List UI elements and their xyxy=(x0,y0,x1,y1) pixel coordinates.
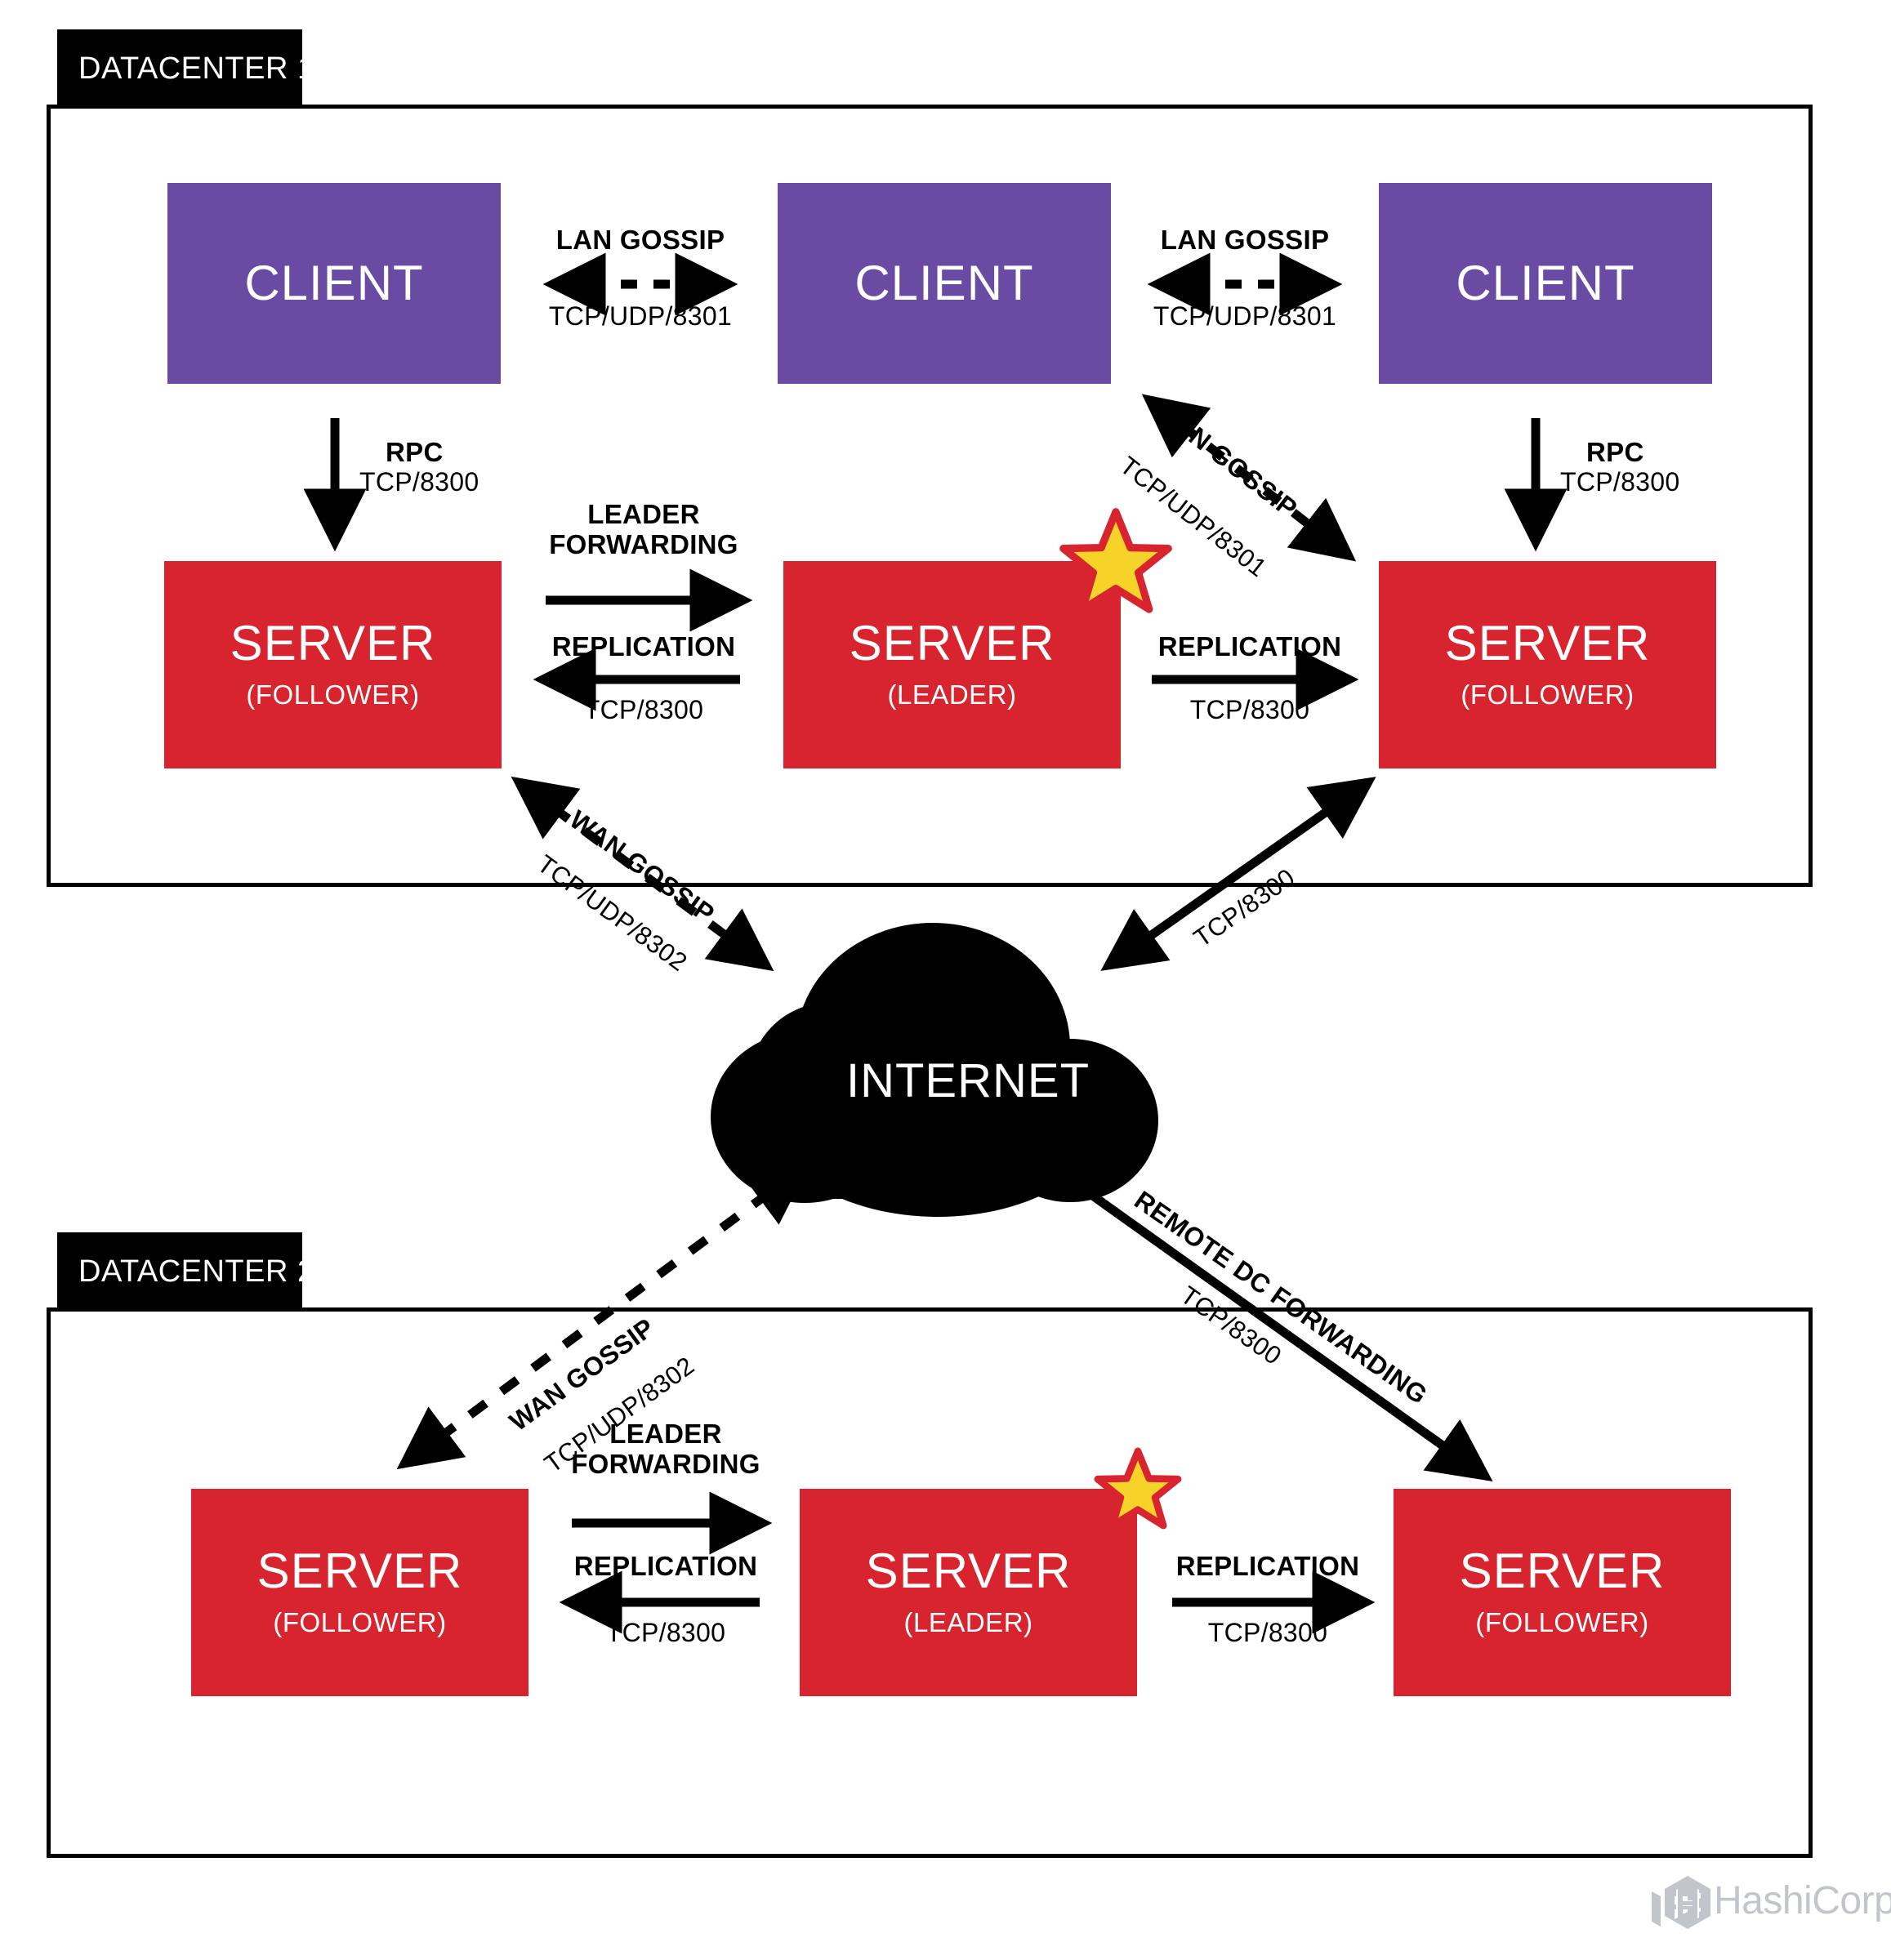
label-dc2-replication-right: REPLICATION xyxy=(1153,1551,1382,1582)
datacenter-1-frame xyxy=(47,105,1813,887)
edge-port: TCP/UDP/8301 xyxy=(548,301,733,331)
edge-port: TCP/8300 xyxy=(605,1618,726,1647)
dc1-client-1[interactable]: CLIENT xyxy=(167,183,501,384)
arrow-dc1-wan-gossip xyxy=(511,776,774,972)
edge-port: TCP/8300 xyxy=(1207,1618,1328,1647)
dc1-server-follower-left[interactable]: SERVER (FOLLOWER) xyxy=(164,561,502,768)
edge-port: TCP/8300 xyxy=(359,466,479,497)
label-dc1-lan-gossip-right: LAN GOSSIP xyxy=(1131,225,1359,256)
edge-name: REPLICATION xyxy=(1175,1551,1360,1581)
label-dc1-lan-gossip-left: LAN GOSSIP xyxy=(526,225,755,256)
datacenter-2-label: DATACENTER 2 xyxy=(78,1254,315,1289)
arrow-dc2-remote-dc-forwarding xyxy=(1079,1184,1493,1481)
label-dc1-replication-left: REPLICATION xyxy=(529,631,758,662)
internet-cloud-icon xyxy=(711,923,1158,1217)
edge-name: LAN GOSSIP xyxy=(555,225,725,255)
dc1-server-follower-right[interactable]: SERVER (FOLLOWER) xyxy=(1379,561,1716,768)
node-title: SERVER xyxy=(1444,616,1651,670)
edge-name: REPLICATION xyxy=(1157,631,1342,662)
node-title: SERVER xyxy=(256,1544,463,1598)
dc2-leader-star-icon xyxy=(1094,1447,1182,1530)
node-subtitle: (FOLLOWER) xyxy=(1475,1607,1649,1637)
node-title: SERVER xyxy=(849,616,1055,670)
label-dc2-replication-left: REPLICATION xyxy=(551,1551,780,1582)
label-dc1-leader-forwarding: LEADER FORWARDING xyxy=(529,499,758,560)
label-dc1-rpc-right: RPC TCP/8300 xyxy=(1554,437,1766,497)
dc2-server-follower-left[interactable]: SERVER (FOLLOWER) xyxy=(191,1489,528,1696)
node-title: CLIENT xyxy=(854,256,1034,310)
arrow-dc2-wan-gossip xyxy=(396,1161,811,1470)
hashicorp-logo: HashiCorp xyxy=(1714,1878,1891,1923)
dc1-client-3[interactable]: CLIENT xyxy=(1379,183,1712,384)
edge-port: TCP/8300 xyxy=(1560,466,1680,497)
datacenter-1-tab: DATACENTER 1 xyxy=(57,29,314,108)
datacenter-1-label: DATACENTER 1 xyxy=(78,51,315,86)
edge-port: TCP/8300 xyxy=(1189,695,1310,724)
node-subtitle: (FOLLOWER) xyxy=(273,1607,447,1637)
edge-name-line1: LEADER xyxy=(587,499,700,529)
dc2-server-leader[interactable]: SERVER (LEADER) xyxy=(800,1489,1137,1696)
hashicorp-wordmark: HashiCorp xyxy=(1714,1879,1891,1922)
dc1-leader-star-icon xyxy=(1059,508,1172,613)
label-dc1-replication-right: REPLICATION xyxy=(1135,631,1364,662)
node-title: SERVER xyxy=(230,616,436,670)
label-dc2-replication-right-port: TCP/8300 xyxy=(1153,1618,1382,1648)
edge-port: TCP/8300 xyxy=(583,695,704,724)
node-subtitle: (LEADER) xyxy=(903,1607,1033,1637)
node-subtitle: (FOLLOWER) xyxy=(246,679,420,710)
label-dc1-replication-left-port: TCP/8300 xyxy=(529,695,758,725)
label-dc1-lan-gossip-left-port: TCP/UDP/8301 xyxy=(526,301,755,332)
node-title: SERVER xyxy=(1459,1544,1666,1598)
edge-name-line2: FORWARDING xyxy=(571,1448,760,1479)
datacenter-2-tab: DATACENTER 2 xyxy=(57,1232,314,1311)
datacenter-2-frame xyxy=(47,1307,1813,1858)
edge-name: REPLICATION xyxy=(551,631,736,662)
label-dc1-replication-right-port: TCP/8300 xyxy=(1135,695,1364,725)
edge-name: LAN GOSSIP xyxy=(1160,225,1330,255)
node-title: CLIENT xyxy=(244,256,424,310)
hashicorp-logo-icon xyxy=(1652,1876,1710,1929)
edge-name: RPC xyxy=(386,437,444,467)
edge-name-line2: FORWARDING xyxy=(549,528,738,559)
label-dc1-lan-gossip-right-port: TCP/UDP/8301 xyxy=(1131,301,1359,332)
node-subtitle: (FOLLOWER) xyxy=(1461,679,1635,710)
label-dc2-replication-left-port: TCP/8300 xyxy=(551,1618,780,1648)
dc1-server-leader[interactable]: SERVER (LEADER) xyxy=(783,561,1121,768)
edge-port: TCP/UDP/8301 xyxy=(1153,301,1337,331)
node-title: CLIENT xyxy=(1456,256,1635,310)
dc1-client-2[interactable]: CLIENT xyxy=(778,183,1111,384)
edge-name-line1: LEADER xyxy=(609,1419,722,1449)
internet-cloud-label: INTERNET xyxy=(846,1054,1090,1107)
edge-name: RPC xyxy=(1586,437,1644,467)
edge-name: REPLICATION xyxy=(573,1551,758,1581)
label-dc2-leader-forwarding: LEADER FORWARDING xyxy=(551,1419,780,1480)
arrow-dc1-lan-gossip-diagonal xyxy=(1141,394,1357,562)
node-title: SERVER xyxy=(865,1544,1072,1598)
arrow-dc1-internet-link xyxy=(1100,777,1376,971)
label-dc1-rpc-left: RPC TCP/8300 xyxy=(353,437,565,497)
dc2-server-follower-right[interactable]: SERVER (FOLLOWER) xyxy=(1394,1489,1731,1696)
node-subtitle: (LEADER) xyxy=(887,679,1017,710)
